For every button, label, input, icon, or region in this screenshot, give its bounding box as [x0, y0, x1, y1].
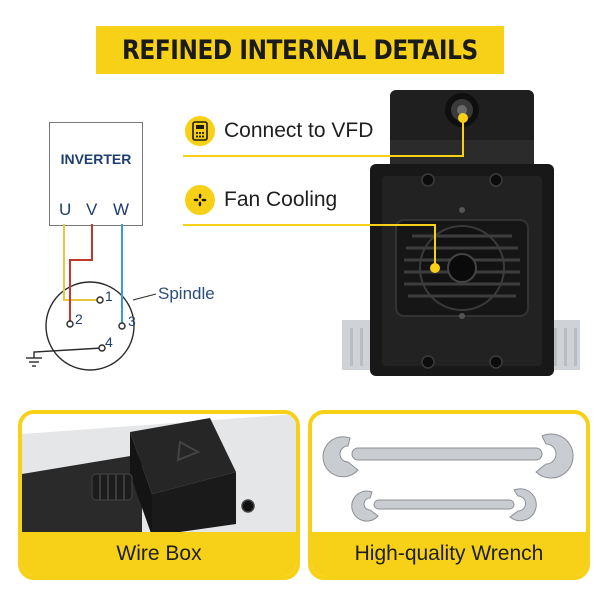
title-banner: REFINED INTERNAL DETAILS: [96, 26, 504, 74]
wire-u: [63, 224, 100, 301]
terminal-1: [96, 296, 104, 304]
phase-u-label: U: [59, 200, 72, 219]
terminal-3-label: 3: [128, 313, 136, 329]
wire-box-image: [22, 414, 296, 536]
callout-fan-label: Fan Cooling: [224, 188, 338, 211]
panel-wrench: High-quality Wrench: [308, 410, 590, 580]
terminal-1-label: 1: [105, 288, 113, 304]
fan-icon: [185, 185, 215, 215]
inverter-label: INVERTER: [60, 151, 132, 167]
callout-fan-cooling: Fan Cooling: [185, 185, 337, 215]
terminal-4-label: 4: [105, 334, 113, 350]
spindle-leader: [132, 293, 157, 301]
terminal-3: [118, 322, 126, 330]
spindle-connector-outline: [45, 281, 135, 371]
phase-v-label: V: [86, 200, 98, 219]
banner-title: REFINED INTERNAL DETAILS: [122, 34, 478, 66]
phase-w-label: W: [113, 200, 130, 219]
wire-box-label: Wire Box: [22, 532, 296, 576]
terminal-2-label: 2: [75, 311, 83, 327]
wire-ground: [33, 347, 103, 358]
wire-v: [69, 224, 93, 322]
vfd-icon: [185, 116, 215, 146]
panel-wire-box: Wire Box: [18, 410, 300, 580]
wrench-label: High-quality Wrench: [312, 532, 586, 576]
callout-connect-vfd: Connect to VFD: [185, 116, 373, 146]
terminal-2: [66, 320, 74, 328]
large-wrench: [322, 433, 574, 479]
callout-vfd-label: Connect to VFD: [224, 119, 374, 142]
inverter-box: [49, 122, 143, 226]
small-wrench: [351, 488, 537, 522]
wrench-image: [322, 433, 574, 522]
spindle-label: Spindle: [158, 284, 215, 303]
terminal-4: [98, 344, 106, 352]
ground-symbol: [26, 357, 42, 367]
